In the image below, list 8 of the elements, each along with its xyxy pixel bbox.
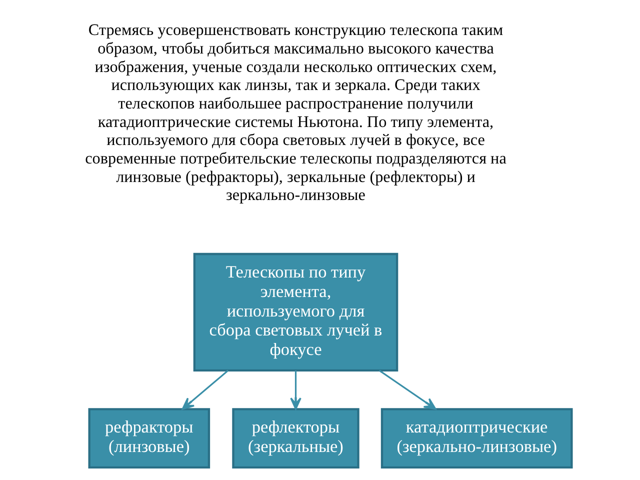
- node-box: рефлекторы (зеркальные): [232, 408, 360, 469]
- node-box: Телескопы по типу элемента, используемого для сбора световых лучей в фокусе: [193, 252, 398, 372]
- arrow: [182, 370, 229, 410]
- arrow: [378, 370, 436, 410]
- node-box: катадиоптрические (зеркально-линзовые): [380, 408, 573, 469]
- node-box: рефракторы (линзовые): [88, 408, 210, 469]
- arrow: [290, 370, 302, 410]
- label: Стремясь усовершенствовать конструкцию телескопа таким образом, чтобы добиться максимально высокого качества изображения, ученые создали несколько оптических схем, использующих как линзы, так и зеркала. Среди таких телескопов наибольшее распространение получили катадиоптрические системы Ньютона. По типу элемента, используемого для сбора световых лучей в фокусе, все современные потребительские телескопы подразделяются на линзовые (рефракторы), зеркальные (рефлекторы) и зеркально-линзовые: [85, 22, 506, 204]
